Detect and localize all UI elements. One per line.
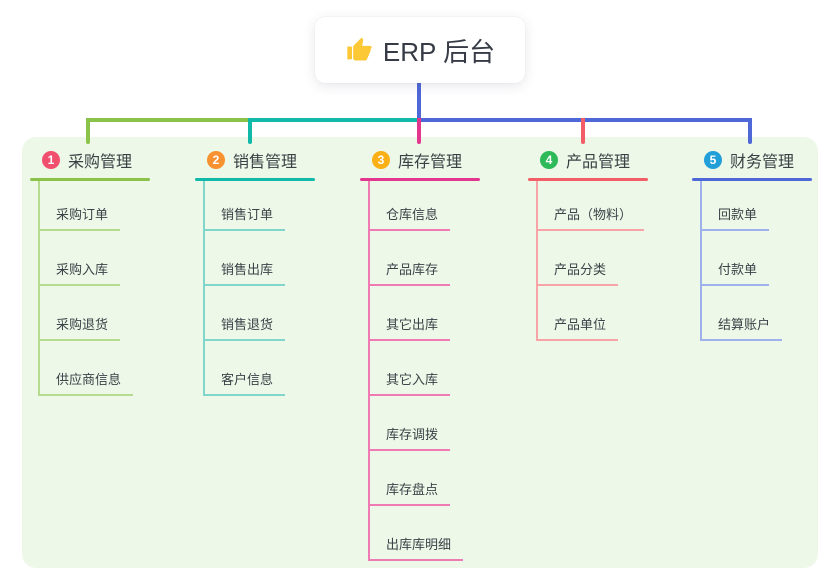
branch-procurement: 1 采购管理 采购订单 采购入库 采购退货 供应商信息 xyxy=(30,148,150,396)
root-node-erp[interactable]: ERP 后台 xyxy=(315,17,525,83)
branch-children: 采购订单 采购入库 采购退货 供应商信息 xyxy=(38,181,134,396)
child-node[interactable]: 付款单 xyxy=(702,231,770,286)
child-node[interactable]: 销售出库 xyxy=(205,231,286,286)
child-node[interactable]: 产品单位 xyxy=(538,286,619,341)
branch-children: 仓库信息 产品库存 其它出库 其它入库 库存调拨 库存盘点 出库库明细 xyxy=(368,181,464,561)
connector-drop-product xyxy=(581,118,585,144)
child-node[interactable]: 回款单 xyxy=(702,181,770,231)
child-node[interactable]: 销售退货 xyxy=(205,286,286,341)
child-node[interactable]: 库存盘点 xyxy=(370,451,451,506)
connector-bus-green xyxy=(86,118,252,122)
connector-bus-teal xyxy=(252,118,419,122)
branch-label: 财务管理 xyxy=(730,154,795,171)
badge-4: 4 xyxy=(540,151,558,169)
child-node[interactable]: 采购退货 xyxy=(40,286,121,341)
connector-drop-sales xyxy=(248,118,252,144)
branch-inventory: 3 库存管理 仓库信息 产品库存 其它出库 其它入库 库存调拨 库存盘点 出库库… xyxy=(360,148,480,561)
branch-label: 销售管理 xyxy=(233,154,298,171)
child-node[interactable]: 出库库明细 xyxy=(370,506,464,561)
badge-5: 5 xyxy=(704,151,722,169)
connector-drop-inventory xyxy=(417,118,421,144)
connector-drop-procurement xyxy=(86,118,90,144)
branch-underline xyxy=(195,178,315,181)
branch-children: 回款单 付款单 结算账户 xyxy=(700,181,783,341)
child-node[interactable]: 供应商信息 xyxy=(40,341,134,396)
branch-sales: 2 销售管理 销售订单 销售出库 销售退货 客户信息 xyxy=(195,148,315,396)
branch-children: 产品（物料） 产品分类 产品单位 xyxy=(536,181,645,341)
child-node[interactable]: 仓库信息 xyxy=(370,181,451,231)
child-node[interactable]: 客户信息 xyxy=(205,341,286,396)
branch-product: 4 产品管理 产品（物料） 产品分类 产品单位 xyxy=(528,148,648,341)
child-node[interactable]: 产品分类 xyxy=(538,231,619,286)
branch-node-sales[interactable]: 2 销售管理 xyxy=(195,148,315,172)
branch-node-inventory[interactable]: 3 库存管理 xyxy=(360,148,480,172)
branch-underline xyxy=(528,178,648,181)
branch-label: 库存管理 xyxy=(398,154,463,171)
child-node[interactable]: 采购入库 xyxy=(40,231,121,286)
badge-1: 1 xyxy=(42,151,60,169)
connector-drop-finance xyxy=(748,118,752,144)
child-node[interactable]: 采购订单 xyxy=(40,181,121,231)
branch-children: 销售订单 销售出库 销售退货 客户信息 xyxy=(203,181,286,396)
connector-root-stem xyxy=(417,83,421,122)
branch-node-finance[interactable]: 5 财务管理 xyxy=(692,148,812,172)
badge-3: 3 xyxy=(372,151,390,169)
branch-label: 采购管理 xyxy=(68,154,133,171)
branch-underline xyxy=(360,178,480,181)
branch-underline xyxy=(30,178,150,181)
child-node[interactable]: 库存调拨 xyxy=(370,396,451,451)
branch-underline xyxy=(692,178,812,181)
child-node[interactable]: 其它出库 xyxy=(370,286,451,341)
connector-bus-blue xyxy=(419,118,752,122)
badge-2: 2 xyxy=(207,151,225,169)
root-node-label: ERP 后台 xyxy=(382,36,496,67)
branches-panel xyxy=(22,137,818,568)
child-node[interactable]: 产品库存 xyxy=(370,231,451,286)
thumbs-up-icon xyxy=(345,36,373,64)
branch-label: 产品管理 xyxy=(566,154,631,171)
branch-node-product[interactable]: 4 产品管理 xyxy=(528,148,648,172)
child-node[interactable]: 其它入库 xyxy=(370,341,451,396)
branch-node-procurement[interactable]: 1 采购管理 xyxy=(30,148,150,172)
child-node[interactable]: 产品（物料） xyxy=(538,181,645,231)
child-node[interactable]: 销售订单 xyxy=(205,181,286,231)
child-node[interactable]: 结算账户 xyxy=(702,286,783,341)
branch-finance: 5 财务管理 回款单 付款单 结算账户 xyxy=(692,148,812,341)
